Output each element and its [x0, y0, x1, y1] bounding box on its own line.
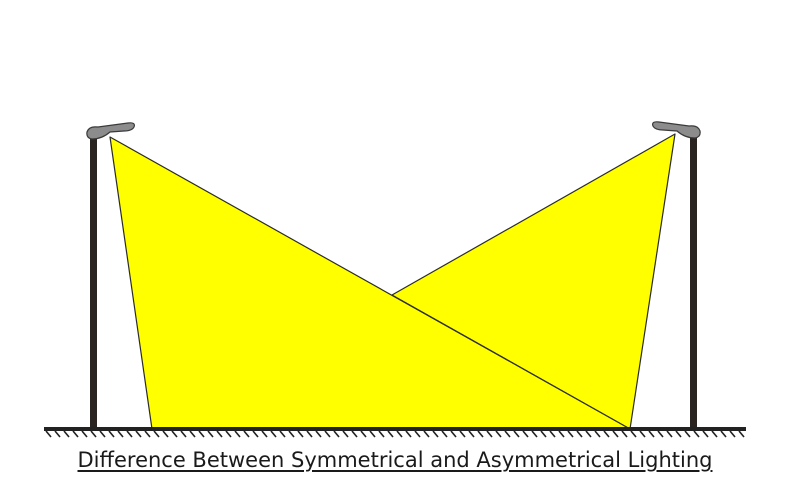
hatch-mark [441, 430, 448, 438]
hatch-mark [117, 430, 124, 438]
hatch-mark [450, 430, 457, 438]
hatch-mark [45, 430, 52, 438]
hatch-mark [135, 430, 142, 438]
hatch-mark [558, 430, 565, 438]
hatch-mark [288, 430, 295, 438]
hatch-mark [675, 430, 682, 438]
hatch-mark [459, 430, 466, 438]
hatch-mark [189, 430, 196, 438]
hatch-mark [666, 430, 673, 438]
hatch-mark [549, 430, 556, 438]
hatch-mark [513, 430, 520, 438]
ground [44, 427, 746, 438]
hatch-mark [360, 430, 367, 438]
hatch-mark [621, 430, 628, 438]
hatch-mark [279, 430, 286, 438]
right-pole [690, 136, 697, 430]
hatch-mark [639, 430, 646, 438]
hatch-mark [576, 430, 583, 438]
hatch-mark [99, 430, 106, 438]
hatch-mark [81, 430, 88, 438]
hatch-mark [423, 430, 430, 438]
hatch-mark [684, 430, 691, 438]
hatch-mark [297, 430, 304, 438]
hatch-mark [405, 430, 412, 438]
hatch-mark [657, 430, 664, 438]
hatch-mark [504, 430, 511, 438]
hatch-mark [603, 430, 610, 438]
hatch-mark [324, 430, 331, 438]
hatch-mark [369, 430, 376, 438]
hatch-mark [180, 430, 187, 438]
hatch-mark [162, 430, 169, 438]
hatch-mark [144, 430, 151, 438]
diagram-caption: Difference Between Symmetrical and Asymm… [77, 448, 713, 472]
hatch-mark [468, 430, 475, 438]
ground-line [44, 427, 746, 431]
hatch-mark [171, 430, 178, 438]
hatch-mark [63, 430, 70, 438]
hatch-mark [252, 430, 259, 438]
street-lamp-left-icon [86, 122, 135, 430]
hatch-mark [693, 430, 700, 438]
hatch-mark [495, 430, 502, 438]
hatch-mark [198, 430, 205, 438]
hatch-mark [594, 430, 601, 438]
hatch-mark [351, 430, 358, 438]
hatch-mark [738, 430, 745, 438]
hatch-mark [477, 430, 484, 438]
hatch-mark [225, 430, 232, 438]
hatch-mark [315, 430, 322, 438]
hatch-mark [585, 430, 592, 438]
hatch-mark [648, 430, 655, 438]
hatch-mark [90, 430, 97, 438]
hatch-mark [207, 430, 214, 438]
hatch-mark [711, 430, 718, 438]
hatch-mark [126, 430, 133, 438]
hatch-mark [720, 430, 727, 438]
hatch-mark [261, 430, 268, 438]
hatch-mark [540, 430, 547, 438]
hatch-mark [414, 430, 421, 438]
right-lamp-head [652, 121, 701, 139]
hatch-mark [243, 430, 250, 438]
hatch-mark [108, 430, 115, 438]
hatch-mark [729, 430, 736, 438]
hatch-mark [342, 430, 349, 438]
hatch-mark [270, 430, 277, 438]
ground-hatching [45, 430, 745, 438]
hatch-mark [153, 430, 160, 438]
left-pole [90, 138, 97, 430]
hatch-mark [612, 430, 619, 438]
hatch-mark [216, 430, 223, 438]
hatch-mark [54, 430, 61, 438]
hatch-mark [234, 430, 241, 438]
hatch-mark [306, 430, 313, 438]
hatch-mark [333, 430, 340, 438]
left-lamp-head [86, 122, 135, 140]
hatch-mark [702, 430, 709, 438]
hatch-mark [531, 430, 538, 438]
hatch-mark [387, 430, 394, 438]
hatch-mark [522, 430, 529, 438]
street-lamp-right-icon [652, 121, 701, 430]
hatch-mark [396, 430, 403, 438]
hatch-mark [486, 430, 493, 438]
hatch-mark [378, 430, 385, 438]
hatch-mark [432, 430, 439, 438]
hatch-mark [72, 430, 79, 438]
hatch-mark [630, 430, 637, 438]
hatch-mark [567, 430, 574, 438]
